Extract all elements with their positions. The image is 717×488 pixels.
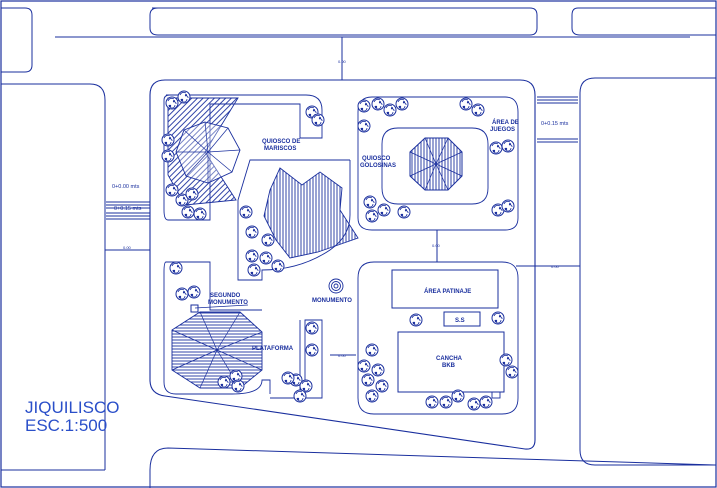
cancha-small-box	[491, 391, 501, 399]
dim-right: 0.00	[551, 264, 560, 269]
road-markings	[57, 36, 690, 356]
kiosk-center-roof	[263, 167, 359, 259]
servicios-sanitarios	[443, 311, 481, 327]
garden-juegos-inner	[381, 127, 489, 205]
label-cancha-2: BKB	[442, 363, 456, 369]
label-quiosco-mariscos-2: MARISCOS	[264, 146, 296, 152]
label-ss: S.S	[455, 318, 465, 324]
label-area-patinaje: ÁREA PATINAJE	[424, 288, 471, 295]
dim-left-level-1: 0+0.00 mts	[112, 184, 140, 190]
labels: QUIOSCO DE MARISCOS QUIOSCO GOLOSINAS ÁR…	[25, 59, 569, 435]
label-monumento: MONUMENTO	[312, 298, 352, 304]
label-segundo-monumento-1: SEGUNDO	[210, 293, 241, 299]
leader-line	[194, 304, 249, 309]
kiosk-mariscos-ribs	[176, 121, 241, 183]
dim-left: 0.00	[123, 245, 132, 250]
segundo-monumento-marker	[190, 304, 199, 313]
label-quiosco-mariscos-1: QUIOSCO DE	[262, 139, 300, 145]
drawing-title: JIQUILISCO	[25, 398, 119, 417]
label-area-juegos-1: ÁREA DE	[492, 119, 519, 126]
monumento-symbol	[328, 278, 344, 294]
area-patinaje	[391, 269, 499, 309]
kiosk-golosinas-ribs	[409, 137, 463, 191]
plataforma-ribs	[171, 311, 263, 389]
dim-top-street: 0.00	[338, 59, 347, 64]
drawing-scale: ESC.1:500	[25, 416, 107, 435]
garden-top-left	[163, 94, 323, 221]
dim-mid: 0.00	[432, 243, 441, 248]
cancha-bkb	[397, 331, 505, 393]
dim-left-level-2: 0+0.15 mts	[114, 206, 142, 212]
dim-bottom: 0.00	[338, 353, 347, 358]
kiosk-mariscos-roof	[167, 97, 239, 206]
label-segundo-monumento-2: MONUMENTO	[208, 300, 248, 306]
label-plataforma: PLATAFORMA	[252, 346, 294, 352]
label-cancha-1: CANCHA	[436, 356, 463, 362]
garden-bottom-right	[357, 261, 519, 415]
label-quiosco-golosinas-1: QUIOSCO	[362, 156, 391, 162]
path-strip	[304, 319, 323, 399]
label-quiosco-golosinas-2: GOLOSINAS	[360, 163, 396, 169]
park-block-outline	[149, 79, 536, 450]
dim-right-level: 0+0.15 mts	[541, 121, 569, 127]
label-area-juegos-2: JUEGOS	[490, 127, 515, 133]
